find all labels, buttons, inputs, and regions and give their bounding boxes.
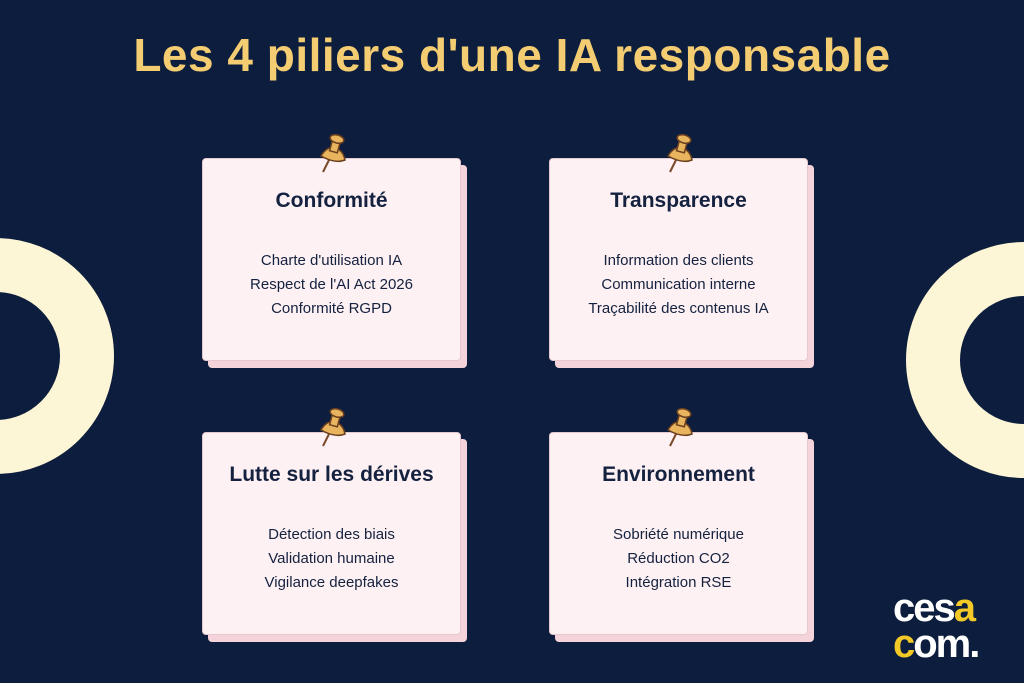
decorative-ring-left — [0, 238, 114, 474]
pillar-item: Réduction CO2 — [627, 550, 730, 567]
pillar-title: Conformité — [275, 189, 388, 212]
pillar-list: Charte d'utilisation IA Respect de l'AI A… — [203, 249, 460, 321]
pillar-item: Conformité RGPD — [271, 300, 392, 317]
logo-text-accent: c — [893, 622, 915, 666]
logo-text: om. — [913, 622, 980, 666]
pillar-item: Vigilance deepfakes — [264, 574, 399, 591]
pillar-item: Traçabilité des contenus IA — [588, 300, 769, 317]
cesacom-logo: cesa com. — [893, 588, 980, 664]
pushpin-icon — [317, 133, 351, 174]
card-body: Conformité Charte d'utilisation IA Respec… — [202, 158, 461, 361]
card-body: Lutte sur les dérives Détection des biai… — [202, 432, 461, 635]
pillar-item: Communication interne — [601, 276, 756, 293]
pillar-item: Détection des biais — [268, 526, 395, 543]
pillar-title: Lutte sur les dérives — [229, 463, 434, 486]
logo-text: ces — [893, 586, 956, 630]
decorative-ring-right — [906, 242, 1024, 478]
page-title: Les 4 piliers d'une IA responsable — [133, 29, 891, 81]
pillar-item: Validation humaine — [268, 550, 395, 567]
pillar-item: Information des clients — [603, 252, 754, 269]
pillar-card: Lutte sur les dérives Détection des biai… — [202, 407, 467, 642]
pillar-title: Environnement — [602, 463, 755, 486]
pushpin-icon — [317, 407, 351, 448]
pillar-item: Intégration RSE — [625, 574, 732, 591]
pillar-card: Conformité Charte d'utilisation IA Respec… — [202, 133, 467, 368]
pushpin-icon — [664, 407, 698, 448]
pillar-item: Respect de l'AI Act 2026 — [250, 276, 413, 293]
pillar-item: Charte d'utilisation IA — [260, 252, 403, 269]
pushpin-icon — [664, 133, 698, 174]
logo-text-accent: a — [953, 586, 976, 630]
pillar-title: Transparence — [610, 189, 747, 212]
pillar-item: Sobriété numérique — [613, 526, 744, 543]
